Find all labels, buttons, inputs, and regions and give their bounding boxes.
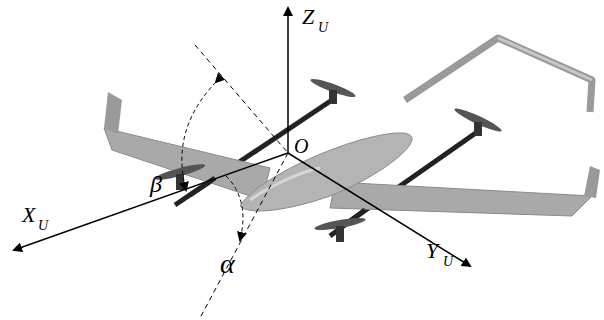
axis-subscript: U <box>38 219 48 233</box>
fuselage <box>240 133 412 211</box>
alpha-arc <box>226 176 243 240</box>
axis-letter: Y <box>426 240 438 262</box>
right-winglet <box>584 166 600 198</box>
y-axis <box>288 153 470 266</box>
axis-subscript: U <box>318 21 328 35</box>
z-axis <box>287 8 289 153</box>
angle-label: α <box>220 250 235 278</box>
axis-letter: X <box>22 204 35 226</box>
dashed-reference <box>200 153 288 318</box>
x-axis <box>14 153 288 250</box>
propellers <box>154 76 503 232</box>
dashed-reference <box>195 45 288 153</box>
right-wing <box>330 182 592 216</box>
angle-label: β <box>150 172 162 196</box>
motors <box>176 90 482 242</box>
origin-label: O <box>294 136 308 156</box>
axis-letter: Z <box>302 6 314 28</box>
axis-subscript: U <box>443 255 453 269</box>
v-tail-edge <box>498 38 592 80</box>
left-winglet <box>104 92 122 134</box>
beta-arc <box>182 82 216 190</box>
v-tail <box>405 38 592 112</box>
fuselage-highlight <box>250 168 320 200</box>
